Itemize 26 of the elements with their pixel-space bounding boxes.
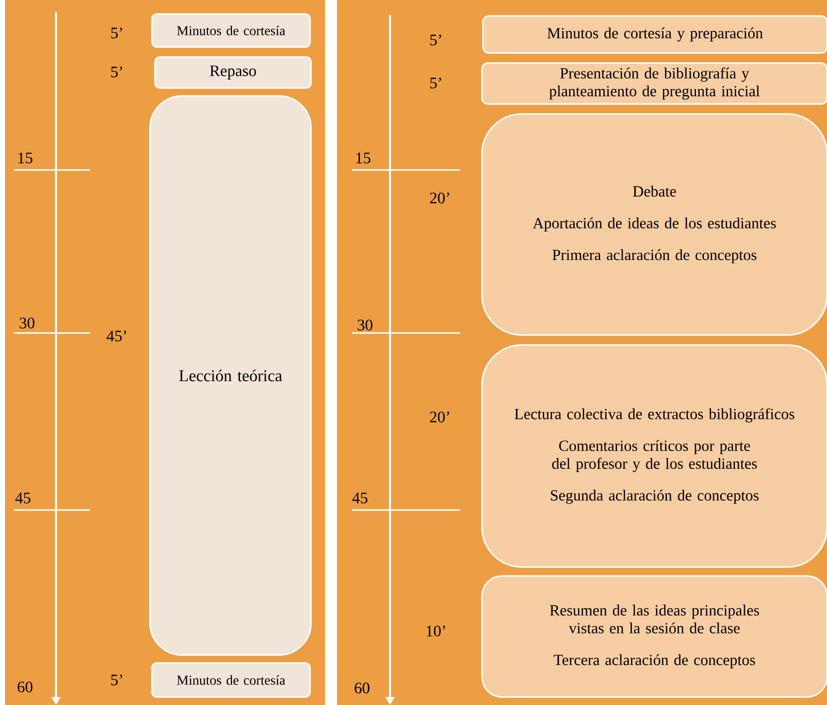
tick-label: 30 xyxy=(358,320,372,330)
duration-label: 5’ xyxy=(111,28,122,38)
tick-label: 45 xyxy=(15,492,30,504)
activity-box: Lección teórica xyxy=(149,95,312,656)
tick-label: 15 xyxy=(18,152,32,164)
duration-label: 5’ xyxy=(111,66,122,78)
duration-label: 20’ xyxy=(430,412,450,422)
tick-label: 60 xyxy=(354,682,370,694)
tick-label: 15 xyxy=(356,152,370,164)
tick-label: 45 xyxy=(352,492,368,504)
activity-box: Debate Aportación de ideas de los estudiantes Primera aclaración de conceptos xyxy=(481,113,827,336)
duration-label: 45’ xyxy=(106,330,126,342)
activity-box: Presentación de bibliografía y planteamiento de pregunta inicial xyxy=(481,62,827,105)
activity-box: Lectura colectiva de extractos bibliográficos Comentarios críticos por parte del profesor y de los estudiantes Segunda aclaración de conceptos xyxy=(481,344,827,568)
activity-box: Resumen de las ideas principales vistas en la sesión de clase Tercera aclaración de conceptos xyxy=(481,575,827,698)
tick-label: 60 xyxy=(18,682,32,692)
activity-box: Repaso xyxy=(154,56,312,89)
activity-box: Minutos de cortesía xyxy=(151,662,311,698)
activity-box: Minutos de cortesía y preparación xyxy=(482,15,827,54)
duration-label: 20’ xyxy=(430,192,450,204)
duration-label: 5’ xyxy=(430,78,442,88)
activity-box: Minutos de cortesía xyxy=(151,13,311,48)
duration-label: 10’ xyxy=(426,626,446,636)
duration-label: 5’ xyxy=(111,674,122,686)
tick-label: 30 xyxy=(20,318,34,328)
duration-label: 5’ xyxy=(430,34,442,46)
